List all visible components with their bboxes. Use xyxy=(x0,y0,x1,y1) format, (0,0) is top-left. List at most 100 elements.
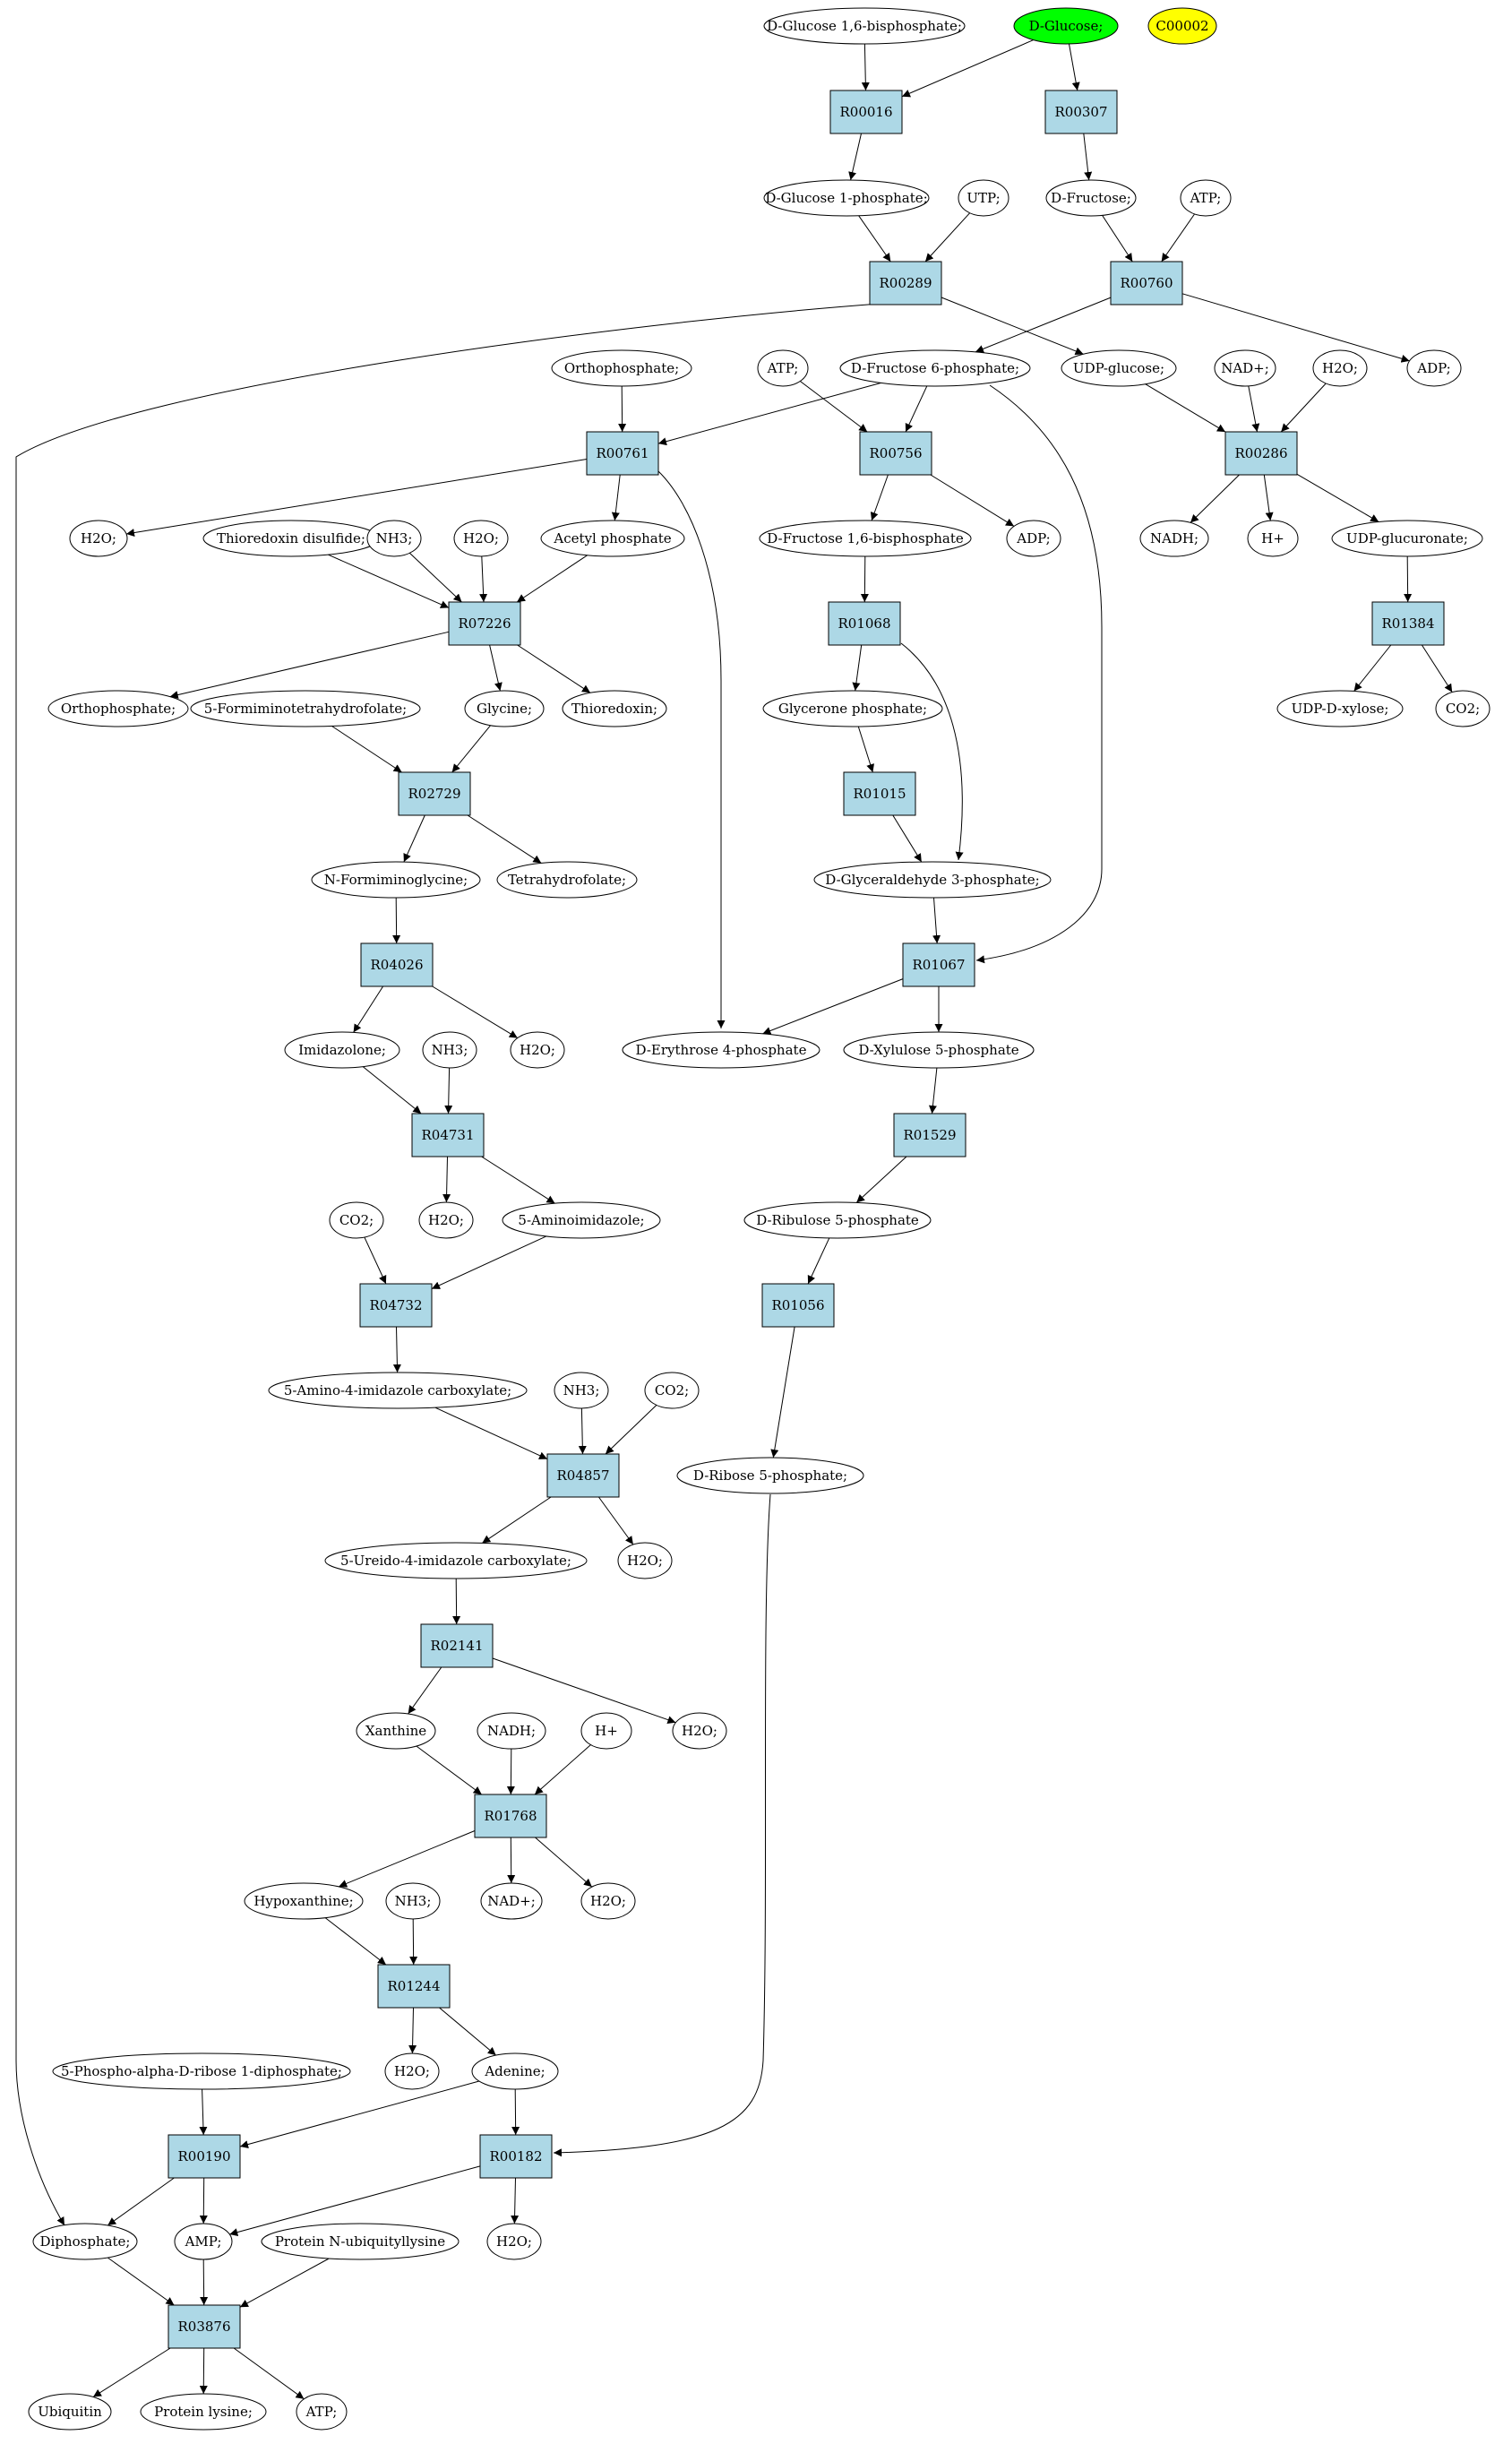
compound-label: NAD+; xyxy=(487,1893,536,1909)
reaction-node-r04026: R04026 xyxy=(360,942,434,987)
edge-arrow-thioredoxin-disulfide-to-r07226 xyxy=(327,554,450,608)
reaction-node-r01015: R01015 xyxy=(843,771,916,816)
compound-label: H2O; xyxy=(520,1042,555,1058)
compound-label: ATP; xyxy=(305,2404,338,2420)
edge-arrow-r07226-to-thioredoxin xyxy=(517,644,591,693)
edge-arrow-orthophosphate-to-r00761 xyxy=(618,385,627,433)
edge-arrow-acetyl-phosphate-to-r07226 xyxy=(516,555,588,603)
reaction-label: R04732 xyxy=(369,1297,422,1313)
compound-ellipse xyxy=(464,690,545,727)
compound-label: D-Ribose 5-phosphate; xyxy=(693,1467,847,1484)
edge-arrow-r07226-to-glycine xyxy=(489,644,503,692)
reaction-node-r07226: R07226 xyxy=(448,601,521,646)
compound-label: Tetrahydrofolate; xyxy=(508,872,626,888)
edge-arrow-nh3-to-r07226 xyxy=(408,552,462,603)
reaction-label: R02729 xyxy=(408,786,460,802)
compound-node-tetrahydrofolate: Tetrahydrofolate; xyxy=(496,861,638,899)
compound-node-amp: AMP; xyxy=(174,2223,233,2260)
edge-arrow-d-glucose-1-phosphate-to-r00289 xyxy=(858,215,891,262)
compound-label: 5-Aminoimidazole; xyxy=(518,1212,644,1228)
edge-arrow-nh3-to-r01244 xyxy=(409,1918,418,1966)
compound-label: D-Fructose 6-phosphate; xyxy=(851,360,1019,376)
edge-arrow-d-xylulose-5-phosphate-to-r01529 xyxy=(928,1067,938,1114)
compound-ellipse xyxy=(329,1201,384,1239)
compound-ellipse xyxy=(672,1712,727,1750)
compound-label: H2O; xyxy=(682,1723,717,1739)
compound-ellipse xyxy=(759,520,972,557)
reaction-label: R00286 xyxy=(1234,445,1287,461)
compound-label: Thioredoxin disulfide; xyxy=(217,530,365,546)
reaction-box xyxy=(869,261,942,305)
compound-label: ATP; xyxy=(1190,190,1222,206)
compound-label: D-Xylulose 5-phosphate xyxy=(858,1042,1018,1058)
compound-node-utp: UTP; xyxy=(958,179,1009,217)
edge-arrow-r01067-to-d-erythrose-4-phosphate xyxy=(762,978,904,1035)
compound-ellipse xyxy=(244,1882,364,1920)
compound-node-nad: NAD+; xyxy=(1214,349,1276,387)
reaction-node-r01056: R01056 xyxy=(761,1283,835,1328)
compound-ellipse xyxy=(261,2223,460,2260)
edge-arrow-r07226-to-orthophosphate xyxy=(169,631,450,699)
compound-node-acetyl-phosphate: Acetyl phosphate xyxy=(540,520,685,557)
compound-label: UDP-glucose; xyxy=(1073,360,1164,376)
edge-arrow-r00190-to-diphosphate xyxy=(107,2177,175,2226)
compound-ellipse xyxy=(839,349,1031,387)
compound-node-nadh: NADH; xyxy=(1139,520,1209,557)
compound-ellipse xyxy=(1276,690,1404,727)
reaction-node-r04731: R04731 xyxy=(411,1113,485,1157)
reaction-label: R01015 xyxy=(853,786,906,802)
compound-node-n-formiminoglycine: N-Formiminoglycine; xyxy=(311,861,481,899)
reaction-label: R03876 xyxy=(177,2319,230,2335)
edge-arrow-co2-to-r04857 xyxy=(605,1405,657,1455)
compound-node-5-ureido-4-imidazole-carboxylate: 5-Ureido-4-imidazole carboxylate; xyxy=(324,1542,588,1579)
compound-label: D-Ribulose 5-phosphate xyxy=(756,1212,919,1228)
compound-label: Hypoxanthine; xyxy=(253,1893,353,1909)
reaction-node-r00182: R00182 xyxy=(479,2134,553,2179)
reaction-label: R04857 xyxy=(556,1467,609,1484)
compound-label: NAD+; xyxy=(1221,360,1269,376)
edge-arrow-r02729-to-n-formiminoglycine xyxy=(403,814,425,863)
edge-arrow-diphosphate-to-r03876 xyxy=(107,2257,175,2306)
edge-arrow-5-ureido-4-imidazole-carboxylate-to-r02141 xyxy=(452,1578,461,1625)
reaction-box xyxy=(1371,601,1445,646)
compound-label: H2O; xyxy=(428,1212,464,1228)
compound-node-udp-d-xylose: UDP-D-xylose; xyxy=(1276,690,1404,727)
compound-ellipse xyxy=(510,1031,565,1069)
compound-node-d-erythrose-4-phosphate: D-Erythrose 4-phosphate xyxy=(622,1031,820,1069)
compound-label: ADP; xyxy=(1416,360,1450,376)
compound-label: H2O; xyxy=(1322,360,1358,376)
edge-arrow-r03876-to-atp xyxy=(233,2347,305,2400)
edge-arrow-udp-glucuronate-to-r01384 xyxy=(1404,555,1413,603)
compound-label: NH3; xyxy=(395,1893,432,1909)
edge-arrow-r01015-to-d-glyceraldehyde-3-phosphate xyxy=(892,814,923,863)
edge-arrow-r00761-to-h2o xyxy=(125,459,588,537)
edge-arrow-d-fructose-6-phosphate-to-r01067 xyxy=(975,384,1103,964)
compound-ellipse xyxy=(268,1372,528,1409)
reaction-node-r00760: R00760 xyxy=(1110,261,1183,305)
compound-node-5-formiminotetrahydrofolate: 5-Formiminotetrahydrofolate; xyxy=(190,690,421,727)
compound-node-h2o: H2O; xyxy=(384,2052,440,2090)
compound-node-glycine: Glycine; xyxy=(464,690,545,727)
compound-node-ubiquitin: Ubiquitin xyxy=(28,2393,112,2431)
compound-node-diphosphate: Diphosphate; xyxy=(32,2223,138,2260)
edge-arrow-r01068-to-d-glyceraldehyde-3-phosphate xyxy=(900,642,964,861)
compound-ellipse xyxy=(502,1201,661,1239)
compound-label: D-Glucose 1,6-bisphosphate; xyxy=(767,18,962,34)
compound-label: Acetyl phosphate xyxy=(553,530,671,546)
reaction-label: R01529 xyxy=(903,1127,956,1143)
compound-node-h2o: H2O; xyxy=(672,1712,727,1750)
compound-ellipse xyxy=(1312,349,1368,387)
reaction-box xyxy=(377,1964,451,2009)
edge-arrow-r04857-to-5-ureido-4-imidazole-carboxylate xyxy=(482,1496,552,1544)
compound-ellipse xyxy=(496,861,638,899)
compound-ellipse xyxy=(486,2223,542,2260)
compound-node-h2o: H2O; xyxy=(418,1201,474,1239)
edge-arrow-r01244-to-adenine xyxy=(439,2007,497,2056)
edge-arrow-r00760-to-adp xyxy=(1181,293,1410,363)
compound-node-thioredoxin: Thioredoxin; xyxy=(562,690,667,727)
reaction-box xyxy=(893,1113,966,1157)
compound-node-h: H+ xyxy=(1247,520,1299,557)
edge-arrow-r02141-to-xanthine xyxy=(408,1666,442,1715)
compound-label: Ubiquitin xyxy=(38,2404,102,2420)
